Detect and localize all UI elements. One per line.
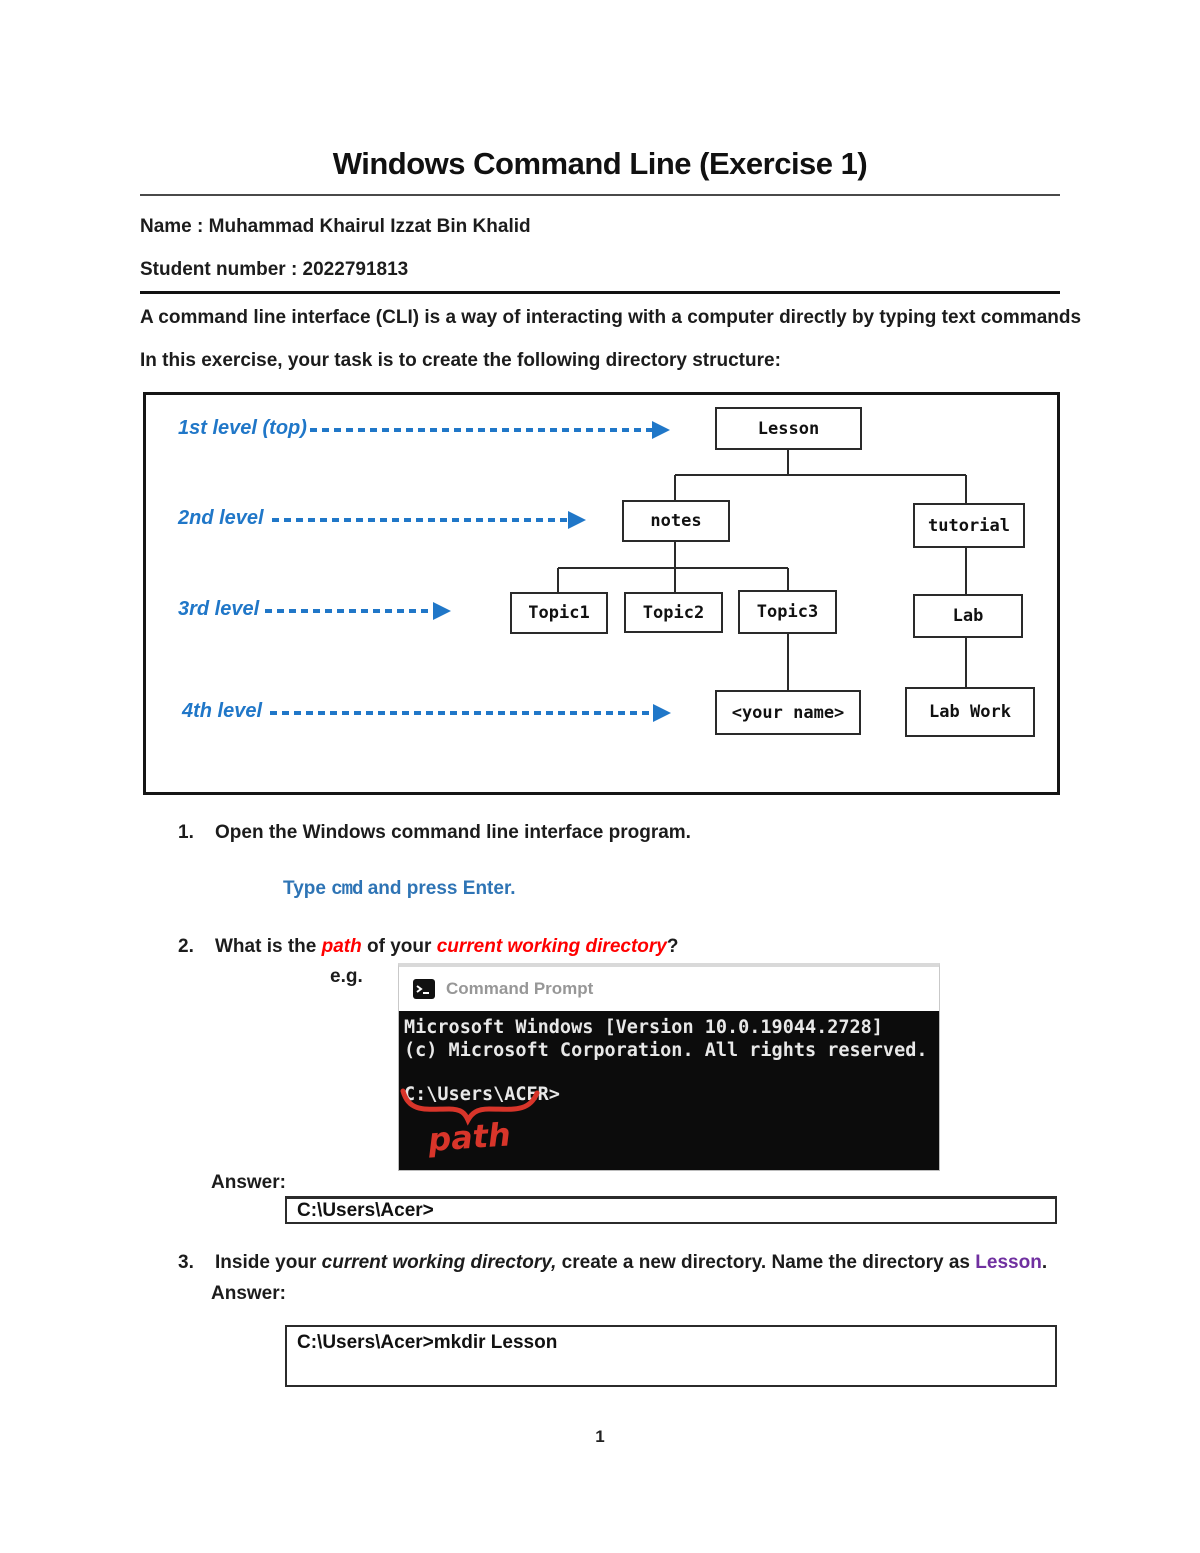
level-label-4: 4th level	[182, 700, 263, 722]
step-3-text-3: .	[1041, 1252, 1048, 1273]
cmd-prompt-line: C:\Users\ACER>	[404, 1084, 560, 1105]
level-arrow-heads	[433, 421, 671, 722]
hint-enter-keyword: Enter.	[462, 878, 516, 899]
level-label-2: 2nd level	[178, 507, 264, 529]
answer-box-1: C:\Users\Acer>	[285, 1196, 1057, 1224]
step-3-lesson-word: Lesson	[975, 1252, 1042, 1273]
step-3-number: 3.	[178, 1252, 194, 1273]
intro-line-1: A command line interface (CLI) is a way …	[140, 307, 1082, 328]
step-1-text: Open the Windows command line interface …	[215, 822, 691, 843]
red-underbrace	[400, 1088, 540, 1126]
step-2-path-word: path	[321, 936, 362, 957]
tree-node-lesson: Lesson	[715, 407, 862, 450]
level-label-3: 3rd level	[178, 598, 260, 620]
directory-structure-diagram: 1st level (top) 2nd level 3rd level 4th …	[143, 392, 1060, 795]
step-3-text-1: Inside your	[215, 1252, 322, 1273]
path-annotation-text: path	[426, 1115, 512, 1159]
step-3: 3. Inside your current working directory,…	[178, 1252, 1047, 1274]
hint-cmd-keyword: cmd	[331, 878, 363, 900]
tree-node-topic2: Topic2	[624, 592, 723, 633]
answer-label-2: Answer:	[211, 1283, 286, 1304]
student-number-line: Student number : 2022791813	[140, 259, 409, 280]
step-2-text-2: of your	[361, 936, 437, 957]
tree-node-lab: Lab	[913, 594, 1023, 638]
step-3-text-2: create a new directory. Name the directo…	[556, 1252, 976, 1273]
cmd-console: Microsoft Windows [Version 10.0.19044.27…	[398, 1011, 940, 1171]
step-1: 1. Open the Windows command line interfac…	[178, 822, 691, 844]
cmd-window-title: Command Prompt	[446, 979, 594, 998]
page-title: Windows Command Line (Exercise 1)	[332, 146, 868, 181]
level-arrow-lines	[265, 428, 653, 715]
tree-node-topic1: Topic1	[510, 592, 608, 634]
header-divider	[140, 291, 1060, 294]
tree-node-your-name: <your name>	[715, 690, 861, 735]
step-2: 2. What is the path of your current worki…	[178, 936, 678, 958]
handwritten-path-annotation: path	[400, 1088, 540, 1159]
hint-text-2: and press	[362, 878, 463, 899]
tree-node-lab-work: Lab Work	[905, 687, 1035, 737]
eg-label: e.g.	[330, 966, 363, 987]
title-divider	[140, 194, 1060, 196]
step-2-number: 2.	[178, 936, 194, 957]
diagram-connectors-and-arrows	[265, 421, 967, 722]
step-2-cwd-word: current working directory	[436, 936, 667, 957]
cmd-title-bar: Command Prompt	[398, 963, 940, 1011]
cmd-output-line-2: (c) Microsoft Corporation. All rights re…	[404, 1040, 928, 1061]
tree-node-notes: notes	[622, 500, 730, 542]
answer-box-2: C:\Users\Acer>mkdir Lesson	[285, 1325, 1057, 1387]
step-1-hint: Type cmd and press Enter.	[283, 878, 516, 900]
cmd-output-line-1: Microsoft Windows [Version 10.0.19044.27…	[404, 1017, 883, 1038]
step-3-italic-phrase: current working directory,	[321, 1252, 557, 1273]
level-label-1: 1st level (top)	[178, 417, 307, 439]
page-number: 1	[595, 1427, 605, 1446]
cmd-app-icon	[413, 979, 435, 999]
step-1-number: 1.	[178, 822, 194, 843]
step-2-text-3: ?	[666, 936, 679, 957]
tree-node-tutorial: tutorial	[913, 503, 1025, 548]
tree-node-topic3: Topic3	[738, 590, 837, 634]
command-prompt-screenshot: Command Prompt Microsoft Windows [Versio…	[398, 963, 940, 1171]
answer-label-1: Answer:	[211, 1172, 286, 1193]
student-name-line: Name : Muhammad Khairul Izzat Bin Khalid	[140, 216, 531, 237]
hint-text-1: Type	[283, 878, 332, 899]
intro-line-2: In this exercise, your task is to create…	[140, 350, 781, 371]
tree-connector-lines	[557, 450, 967, 690]
step-2-text-1: What is the	[215, 936, 322, 957]
